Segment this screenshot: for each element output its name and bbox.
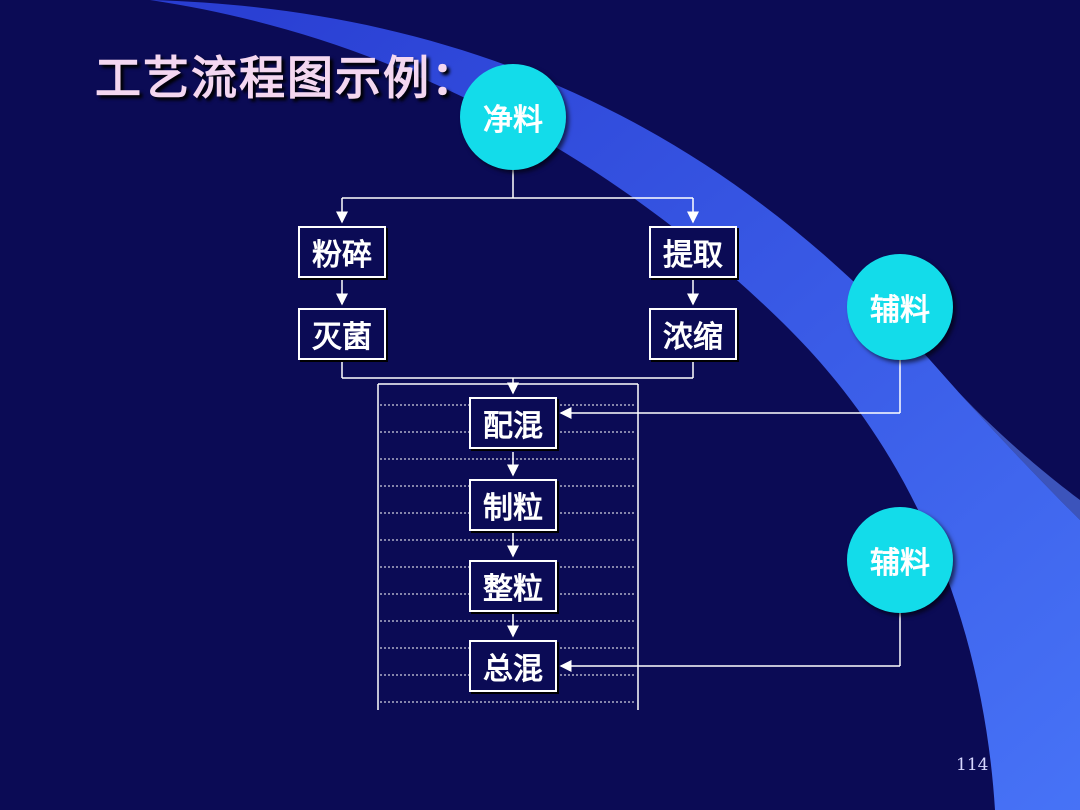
node-final-mix: 总混 (469, 640, 557, 692)
node-granulate: 制粒 (469, 479, 557, 531)
node-concentrate: 浓缩 (649, 308, 737, 360)
page-number: 114 (956, 755, 989, 775)
node-extract: 提取 (649, 226, 737, 278)
node-size: 整粒 (469, 560, 557, 612)
slide-title: 工艺流程图示例： (95, 51, 479, 105)
node-excipient-circle-2: 辅料 (847, 507, 953, 613)
node-mix: 配混 (469, 397, 557, 449)
node-sterilize: 灭菌 (298, 308, 386, 360)
node-crush: 粉碎 (298, 226, 386, 278)
node-excipient-circle-1: 辅料 (847, 254, 953, 360)
node-start-circle: 净料 (460, 64, 566, 170)
